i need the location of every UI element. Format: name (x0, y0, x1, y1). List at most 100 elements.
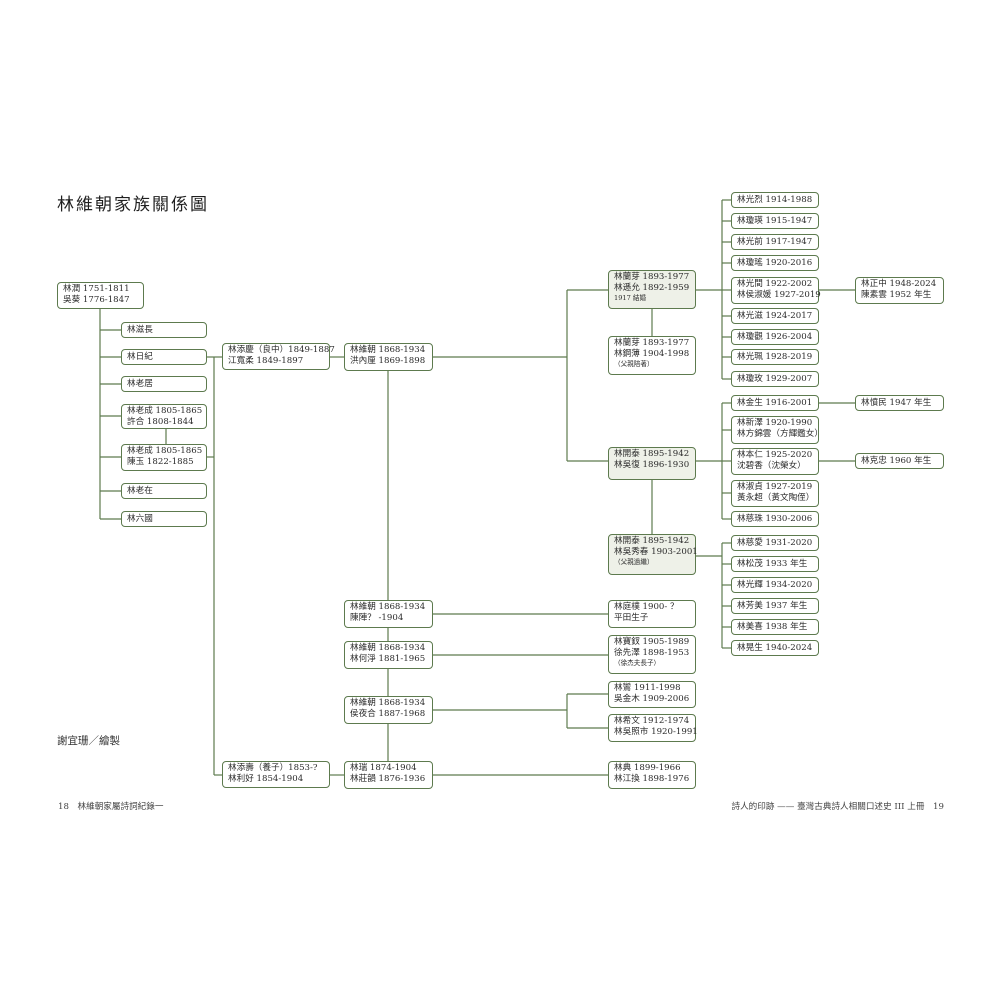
family-box-b7: 林老在 (121, 483, 207, 499)
box-line: （徐杰夫長子） (614, 659, 661, 667)
box-line: 林吳秀春 1903-2001 (614, 547, 698, 557)
box-line: 林瓊瑤 1920-2016 (737, 257, 813, 268)
box-line: 林松茂 1933 年生 (737, 558, 808, 569)
family-box-c14: 林慈珠 1930-2006 (731, 511, 819, 527)
box-line: 林憤民 1947 年生 (861, 397, 932, 408)
footer-left: 18 林維朝家屬詩詞紀錄一 (58, 802, 164, 812)
box-line: 許合 1808-1844 (127, 417, 194, 427)
box-line: 林金生 1916-2001 (737, 397, 813, 408)
box-line: 林瓊觀 1926-2004 (737, 331, 813, 342)
box-line: 林瑞 1874-1904 (350, 763, 417, 773)
box-line: 林晃生 1940-2024 (737, 642, 813, 653)
box-line: 林老成 1805-1865 (127, 406, 203, 416)
box-line: 平田生子 (614, 613, 649, 623)
family-box-b2: 林滋長 (121, 322, 207, 338)
box-line: 林光烈 1914-1988 (737, 194, 813, 205)
family-box-c8: 林光珮 1928-2019 (731, 349, 819, 365)
family-box-c17: 林光輝 1934-2020 (731, 577, 819, 593)
family-box-b10: 林添壽（養子）1853-?林利好 1854-1904 (222, 761, 330, 788)
box-line: 林添壽（養子）1853-? (228, 763, 318, 773)
box-line: 林老在 (127, 485, 153, 496)
box-line: 林滋長 (127, 324, 153, 335)
family-box-c6: 林光滋 1924-2017 (731, 308, 819, 324)
box-line: 林日紀 (127, 351, 153, 362)
box-line: 林光前 1917-1947 (737, 236, 813, 247)
box-line: 徐先澤 1898-1953 (614, 648, 690, 658)
family-box-d3: 林克忠 1960 年生 (855, 453, 944, 469)
family-box-c20: 林晃生 1940-2024 (731, 640, 819, 656)
family-box-c2: 林瓊瑛 1915-1947 (731, 213, 819, 229)
footer-right: 詩人的印跡 —— 臺灣古典詩人相關口述史 III 上冊 19 (731, 802, 944, 812)
family-box-c18: 林芳美 1937 年生 (731, 598, 819, 614)
box-line: 林光輝 1934-2020 (737, 579, 813, 590)
box-line: 林光滋 1924-2017 (737, 310, 813, 321)
family-box-b4: 林老居 (121, 376, 207, 392)
box-line: 林光間 1922-2002 (737, 279, 813, 289)
box-line: 林開泰 1895-1942 (614, 536, 690, 546)
family-box-d2: 林憤民 1947 年生 (855, 395, 944, 411)
box-line: 沈碧香（沈榮女） (737, 461, 806, 471)
box-line: 林開泰 1895-1942 (614, 449, 690, 459)
box-line: 林遜允 1892-1959 (614, 283, 690, 293)
box-line: 林蘭芽 1893-1977 (614, 272, 690, 282)
family-box-b8: 林六國 (121, 511, 207, 527)
family-box-c1: 林光烈 1914-1988 (731, 192, 819, 208)
box-line: 林典 1899-1966 (614, 763, 681, 773)
box-line: 洪內厘 1869-1898 (350, 356, 426, 366)
family-box-c7: 林瓊觀 1926-2004 (731, 329, 819, 345)
box-line: 林利好 1854-1904 (228, 774, 304, 784)
box-line: （父親過繼） (614, 558, 654, 566)
box-line: 林江換 1898-1976 (614, 774, 690, 784)
box-line: 林瓊瑛 1915-1947 (737, 215, 813, 226)
family-box-c16: 林松茂 1933 年生 (731, 556, 819, 572)
box-line: 林新澤 1920-1990 (737, 418, 813, 428)
box-line: 林侯淑媛 1927-2019 (737, 290, 821, 300)
family-box-c9: 林瓊玫 1929-2007 (731, 371, 819, 387)
box-line: 林光珮 1928-2019 (737, 351, 813, 362)
box-line: 吳金木 1909-2006 (614, 694, 690, 704)
box-line: 林本仁 1925-2020 (737, 450, 813, 460)
box-line: 1917 結婚 (614, 294, 647, 302)
box-line: 林老成 1805-1865 (127, 446, 203, 456)
box-line: 林希文 1912-1974 (614, 716, 690, 726)
box-line: 林正中 1948-2024 (861, 279, 937, 289)
box-line: 林何淨 1881-1965 (350, 654, 426, 664)
box-line: 林鸞 1911-1998 (614, 683, 681, 693)
box-line: 林吳復 1896-1930 (614, 460, 690, 470)
box-line: 侯夜合 1887-1968 (350, 709, 426, 719)
box-line: （父親陪著） (614, 360, 654, 368)
box-line: 林鋼薄 1904-1998 (614, 349, 690, 359)
box-line: 林老居 (127, 378, 153, 389)
box-line: 林維朝 1868-1934 (350, 602, 426, 612)
box-line: 林瓊玫 1929-2007 (737, 373, 813, 384)
box-line: 林慈愛 1931-2020 (737, 537, 813, 548)
family-box-c10: 林金生 1916-2001 (731, 395, 819, 411)
box-line: 林莊韻 1876-1936 (350, 774, 426, 784)
box-line: 林淑貞 1927-2019 (737, 482, 813, 492)
box-line: 林方錦雲（方輝鑑女） (737, 429, 823, 439)
box-line: 林維朝 1868-1934 (350, 698, 426, 708)
box-line: 林蘭芽 1893-1977 (614, 338, 690, 348)
box-line: 陳陣？ -1904 (350, 613, 404, 623)
chart-title: 林維朝家族關係圖 (57, 195, 209, 215)
box-line: 林寶釵 1905-1989 (614, 637, 690, 647)
box-line: 吳葵 1776-1847 (63, 295, 130, 305)
box-line: 林吳照市 1920-1991 (614, 727, 698, 737)
